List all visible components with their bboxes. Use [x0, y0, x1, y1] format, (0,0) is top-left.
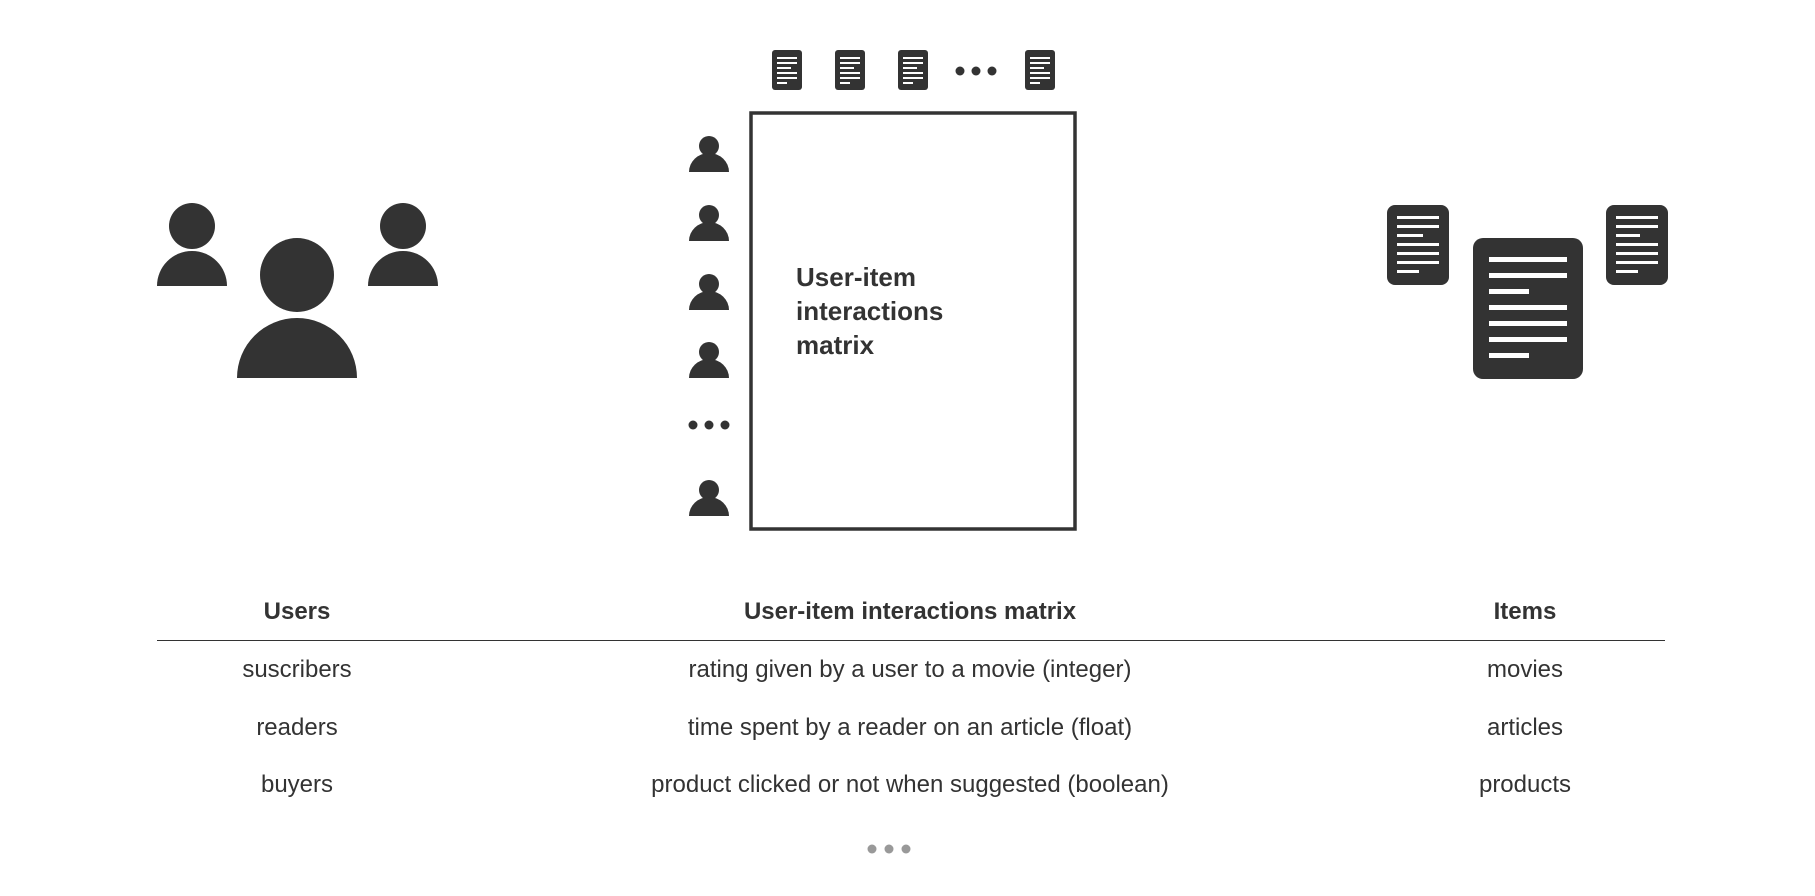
user-icon — [689, 136, 729, 172]
interactions-matrix-box — [749, 111, 1077, 531]
users-group-icon — [157, 203, 438, 378]
matrix-label-line: matrix — [796, 330, 875, 360]
user-icon — [689, 480, 729, 516]
item-column-icons — [772, 50, 1055, 90]
ellipsis-icon — [955, 66, 997, 76]
document-icon — [1473, 238, 1583, 379]
table-header-matrix: User-item interactions matrix — [743, 598, 1077, 625]
ellipsis-icon — [688, 420, 730, 430]
table-cell-user: readers — [256, 714, 338, 741]
user-icon — [237, 238, 357, 378]
user-icon — [689, 342, 729, 378]
document-icon — [1606, 205, 1668, 285]
items-group-icon — [1387, 205, 1668, 379]
table-header-users: Users — [263, 598, 331, 625]
document-icon — [772, 50, 802, 90]
table-cell-user: suscribers — [242, 656, 352, 683]
user-icon — [368, 203, 438, 286]
user-icon — [689, 205, 729, 241]
document-icon — [1025, 50, 1055, 90]
document-icon — [1387, 205, 1449, 285]
matrix-label: User-item interactions matrix — [796, 260, 943, 362]
table-cell-user: buyers — [260, 771, 334, 798]
document-icon — [898, 50, 928, 90]
table-header-items: Items — [1493, 598, 1557, 625]
table-cell-interaction: product clicked or not when suggested (b… — [651, 771, 1169, 798]
document-icon — [835, 50, 865, 90]
matrix-label-line: interactions — [796, 296, 944, 326]
user-row-icons — [688, 136, 730, 516]
more-rows-ellipsis-icon — [867, 844, 911, 854]
table-header-divider — [157, 640, 1665, 641]
table-cell-item: movies — [1486, 656, 1564, 683]
table-cell-interaction: rating given by a user to a movie (integ… — [688, 656, 1132, 683]
table-cell-interaction: time spent by a reader on an article (fl… — [687, 714, 1133, 741]
user-icon — [157, 203, 227, 286]
matrix-label-line: User-item — [796, 262, 916, 292]
user-icon — [689, 274, 729, 310]
table-cell-item: products — [1478, 771, 1572, 798]
table-cell-item: articles — [1486, 714, 1564, 741]
